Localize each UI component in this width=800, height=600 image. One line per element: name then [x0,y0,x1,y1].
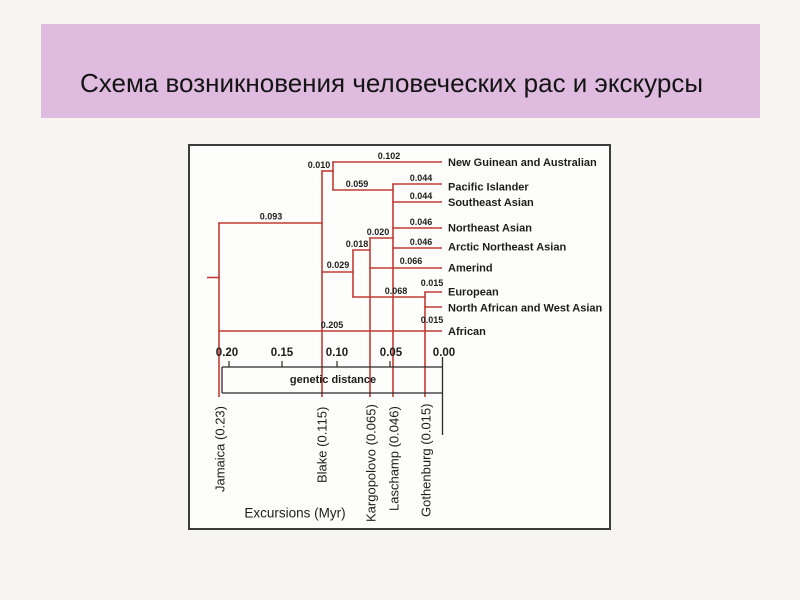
leaf-label-amerind: Amerind [448,263,493,275]
branch-label-0046-anea: 0.046 [410,237,433,247]
branch-label-0205: 0.205 [321,320,344,330]
phylogenetic-tree-panel: 0.102 0.010 0.044 0.059 0.044 0.093 0.04… [188,144,611,530]
leaf-label-southeast-asian: Southeast Asian [448,197,534,209]
excursion-label-laschamp: Laschamp (0.046) [387,406,402,511]
excursion-label-blake: Blake (0.115) [315,407,330,483]
branch-label-0044-sea: 0.044 [410,191,433,201]
branch-label-0018: 0.018 [346,239,369,249]
branch-label-0046-nea: 0.046 [410,217,433,227]
branch-label-0066: 0.066 [400,256,423,266]
axis-tick-label-015: 0.15 [271,347,294,359]
dendrogram-svg: 0.102 0.010 0.044 0.059 0.044 0.093 0.04… [207,151,603,522]
slide-title-banner: Схема возникновения человеческих рас и э… [41,24,760,118]
branch-label-0010: 0.010 [308,160,331,170]
leaf-label-northeast-asian: Northeast Asian [448,223,532,235]
leaf-labels: New Guinean and Australian Pacific Islan… [448,157,603,338]
axis-title: genetic distance [290,374,376,386]
leaf-label-african: African [448,326,486,338]
branch-label-0093: 0.093 [260,212,283,222]
excursion-label-kargopolovo: Kargopolovo (0.065) [364,404,379,522]
excursions-axis-title: Excursions (Myr) [244,506,345,521]
genetic-distance-axis: 0.20 0.15 0.10 0.05 0.00 genetic distanc… [216,347,455,435]
tree-branches [207,161,442,397]
axis-tick-label-010: 0.10 [326,347,348,359]
branch-label-0015-nawa: 0.015 [421,315,444,325]
excursion-label-gothenburg: Gothenburg (0.015) [419,404,434,517]
branch-label-0059: 0.059 [346,179,369,189]
leaf-label-new-guinean: New Guinean and Australian [448,157,597,169]
excursion-label-jamaica: Jamaica (0.23) [213,406,228,492]
branch-label-0044-pi: 0.044 [410,173,433,183]
excursion-labels: Jamaica (0.23) Blake (0.115) Kargopolovo… [213,404,434,522]
leaf-label-european: European [448,287,499,299]
branch-label-0068: 0.068 [385,286,408,296]
branch-length-labels: 0.102 0.010 0.044 0.059 0.044 0.093 0.04… [260,151,444,330]
axis-tick-label-000: 0.00 [433,347,455,359]
leaf-label-pacific-islander: Pacific Islander [448,182,529,194]
branch-label-0029: 0.029 [327,260,350,270]
leaf-label-north-african: North African and West Asian [448,303,603,315]
leaf-label-arctic-northeast-asian: Arctic Northeast Asian [448,242,566,254]
slide-title: Схема возникновения человеческих рас и э… [80,68,704,98]
branch-label-0020: 0.020 [367,227,390,237]
branch-label-0015-eur: 0.015 [421,278,444,288]
axis-tick-label-020: 0.20 [216,347,238,359]
branch-label-0102: 0.102 [378,151,401,161]
axis-tick-label-005: 0.05 [380,347,403,359]
